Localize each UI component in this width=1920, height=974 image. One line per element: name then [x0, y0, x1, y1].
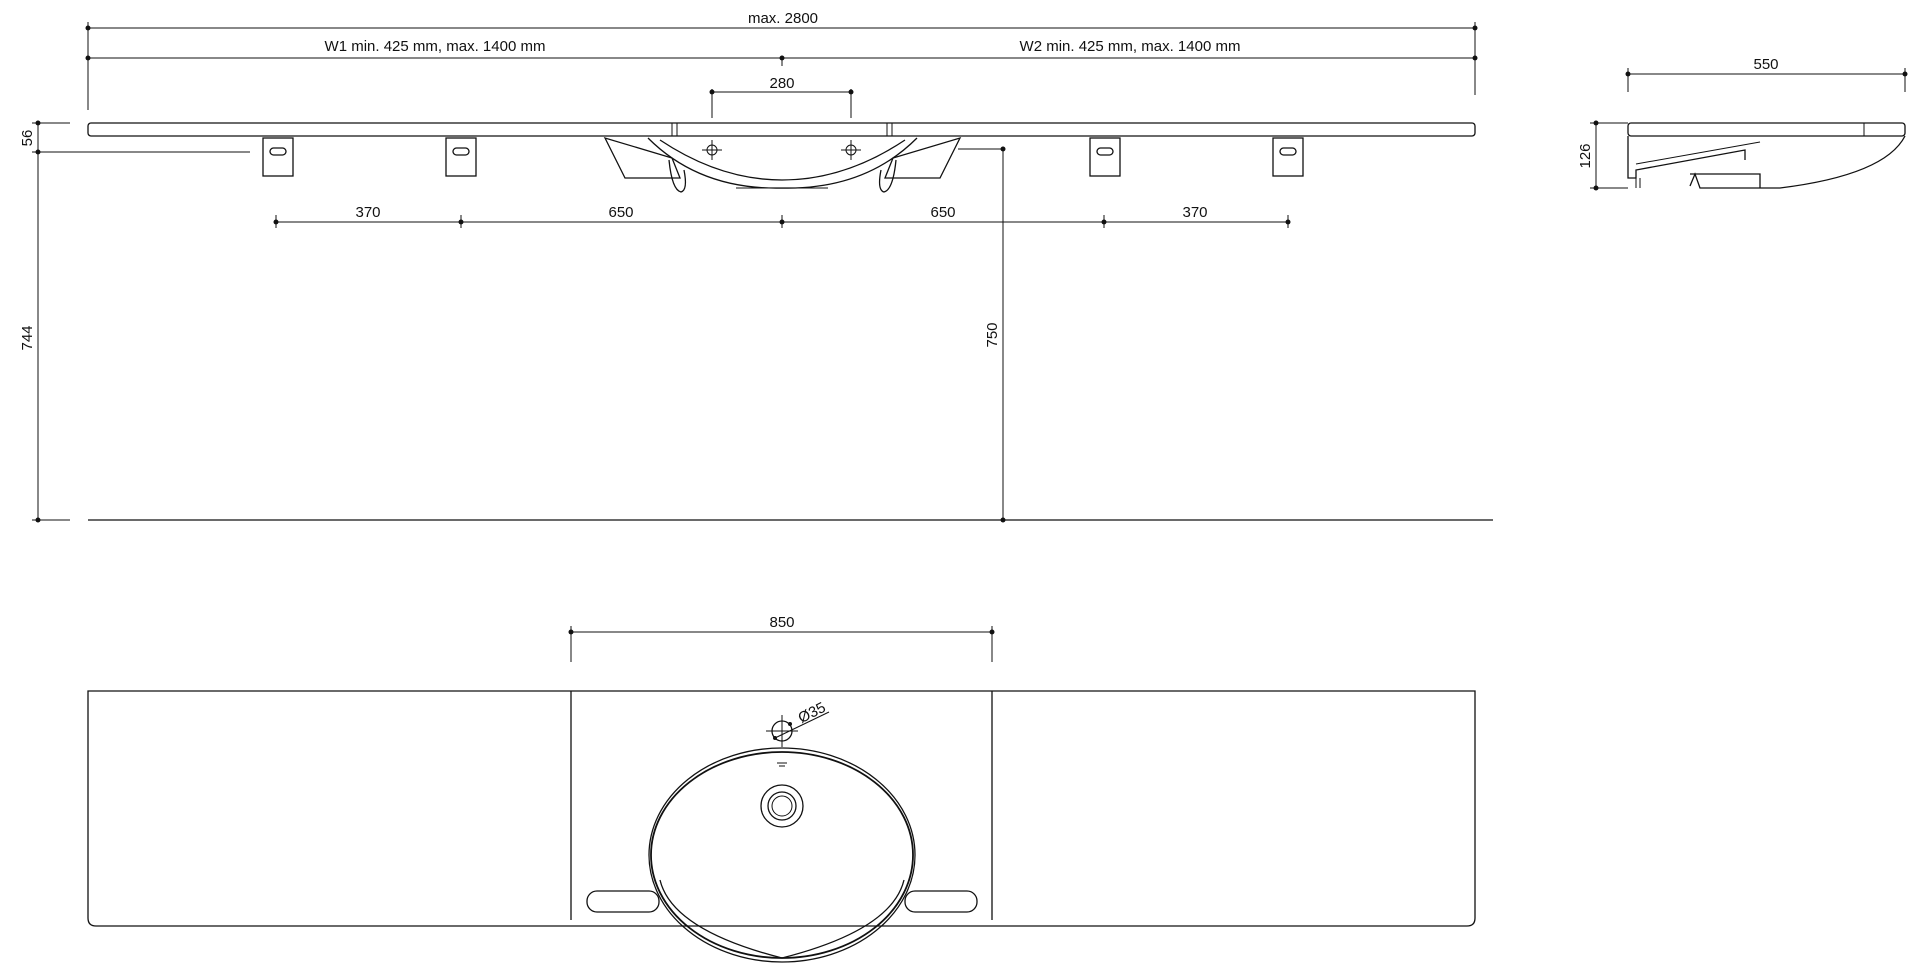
tap-hole-label: Ø35 — [795, 699, 828, 727]
dim-depth: 550 — [1625, 56, 1908, 92]
dim-w2-label: W2 min. 425 mm, max. 1400 mm — [1020, 38, 1241, 55]
dim-basin-width-label: 850 — [769, 614, 794, 631]
dim-bracket-right-inner-label: 650 — [930, 204, 955, 221]
dim-side-height-label: 126 — [1577, 143, 1594, 168]
bracket-3 — [1089, 137, 1121, 177]
wall-brackets — [262, 137, 1304, 177]
dim-mount-height-label: 744 — [19, 325, 36, 350]
dim-bracket-spacing: 370 650 650 370 — [273, 204, 1291, 228]
side-view: 550 126 — [1577, 56, 1908, 191]
dim-left-vertical: 56 744 — [19, 120, 250, 523]
dim-basin-width: 850 — [568, 614, 995, 662]
dim-top-height: 750 — [958, 146, 1006, 523]
dim-overall-label: max. 2800 — [748, 10, 818, 27]
bracket-2 — [445, 137, 477, 177]
dim-bracket-right-outer-label: 370 — [1182, 204, 1207, 221]
dim-w1-label: W1 min. 425 mm, max. 1400 mm — [325, 38, 546, 55]
worktop-plan — [87, 690, 1476, 927]
dim-bracket-left-inner-label: 650 — [608, 204, 633, 221]
dim-side-height: 126 — [1577, 120, 1628, 191]
handle-slot-left — [586, 890, 660, 913]
dim-tap-spacing-label: 280 — [769, 75, 794, 92]
basin-plan — [648, 735, 916, 963]
dim-w1-w2: W1 min. 425 mm, max. 1400 mm W2 min. 425… — [85, 38, 1478, 66]
dim-top-height-label: 750 — [984, 322, 1001, 347]
dim-top-thickness-label: 56 — [19, 130, 36, 147]
basin-front — [603, 136, 962, 193]
bracket-4 — [1272, 137, 1304, 177]
worktop-front — [87, 122, 1476, 137]
bracket-1 — [262, 137, 294, 177]
plan-view: 850 — [87, 614, 1476, 963]
side-profile — [1627, 122, 1906, 189]
dim-depth-label: 550 — [1753, 56, 1778, 73]
dim-tap-spacing: 280 — [709, 75, 854, 118]
dim-bracket-left-outer-label: 370 — [355, 204, 380, 221]
handle-slots — [586, 890, 978, 913]
dim-overall: max. 2800 — [85, 10, 1478, 110]
front-elevation: max. 2800 W1 min. 425 mm, max. 1400 mm W… — [19, 10, 1493, 523]
handle-slot-right — [904, 890, 978, 913]
